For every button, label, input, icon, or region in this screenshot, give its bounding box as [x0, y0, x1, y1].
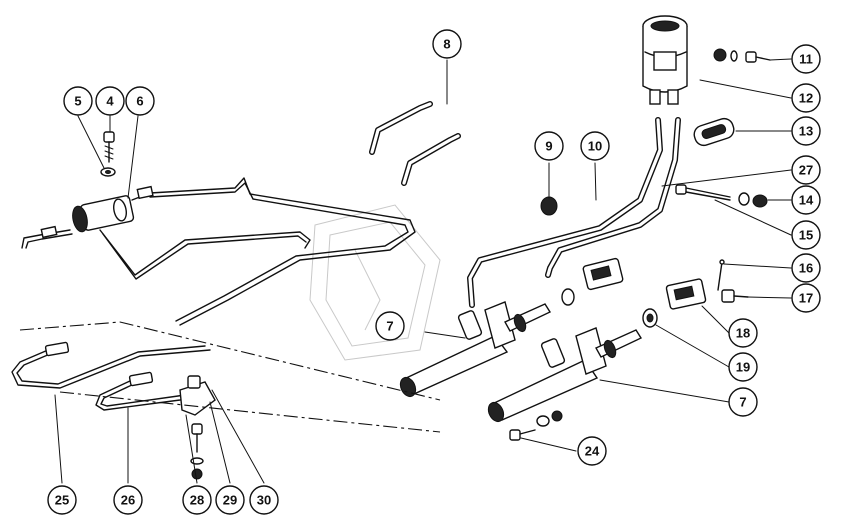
reservoir-hoses [467, 117, 681, 308]
callout-27: 27 [791, 155, 821, 185]
callout-18: 18 [728, 318, 758, 348]
callout-4: 4 [95, 86, 125, 116]
clevis-18 [665, 278, 707, 310]
callout-5: 5 [63, 86, 93, 116]
bolt-24 [509, 410, 563, 441]
callout-14-label: 14 [799, 193, 814, 208]
callout-26: 26 [113, 485, 143, 515]
brake-line-upper [21, 177, 416, 326]
callout-4-label: 4 [106, 94, 114, 109]
callout-26-label: 26 [121, 493, 135, 508]
callout-19-label: 19 [736, 360, 750, 375]
callout-24-label: 24 [585, 444, 600, 459]
callout-25-label: 25 [55, 493, 69, 508]
watermark-emblem [309, 204, 441, 361]
callout-11-label: 11 [799, 52, 813, 67]
callout-17: 17 [791, 283, 821, 313]
fitting-9 [540, 196, 558, 216]
callout-5-label: 5 [74, 94, 81, 109]
clevis-upper [561, 257, 624, 306]
callout-15-label: 15 [799, 228, 813, 243]
callout-12: 12 [791, 83, 821, 113]
callout-28-label: 28 [190, 493, 204, 508]
fitting-26 [128, 371, 154, 387]
callout-10: 10 [580, 131, 610, 161]
callout-6-label: 6 [136, 94, 143, 109]
callout-9-label: 9 [545, 139, 552, 154]
callout-29-label: 29 [223, 493, 237, 508]
bolt-28 [190, 423, 204, 480]
nut-14 [738, 192, 768, 208]
nut-19 [642, 308, 658, 328]
callout-7-upper: 7 [375, 311, 405, 341]
callout-8: 8 [432, 29, 462, 59]
callout-12-label: 12 [799, 91, 813, 106]
callout-29: 29 [215, 485, 245, 515]
callout-9: 9 [534, 131, 564, 161]
bolt-15 [675, 184, 731, 201]
callout-7-lower: 7 [728, 387, 758, 417]
callout-17-label: 17 [799, 291, 813, 306]
grommet-13 [693, 117, 735, 147]
washer-5 [100, 167, 116, 177]
callout-19: 19 [728, 352, 758, 382]
callout-6: 6 [125, 86, 155, 116]
bolt-4 [103, 131, 115, 163]
master-cylinder-7-lower [487, 327, 643, 423]
callout-7-lower-label: 7 [739, 395, 746, 410]
callout-18-label: 18 [736, 326, 750, 341]
leader-lines [54, 58, 792, 484]
screw-11 [713, 48, 771, 63]
callout-24: 24 [577, 436, 607, 466]
callout-30: 30 [249, 485, 279, 515]
callout-27-label: 27 [799, 163, 813, 178]
callout-14: 14 [791, 185, 821, 215]
bracket-30 [179, 375, 216, 416]
bolt-17 [721, 289, 749, 303]
fitting-25 [44, 341, 70, 357]
callout-10-label: 10 [588, 139, 602, 154]
callout-8-label: 8 [443, 37, 450, 52]
brake-line-lower [11, 345, 211, 411]
fluid-reservoir-12 [642, 15, 688, 105]
master-cylinder-7-upper [399, 301, 552, 398]
callout-7-upper-label: 7 [386, 319, 393, 334]
callout-13: 13 [791, 116, 821, 146]
callout-16-label: 16 [799, 261, 813, 276]
wheel-cylinder-6 [40, 185, 154, 239]
callout-11: 11 [791, 44, 821, 74]
callout-15: 15 [791, 220, 821, 250]
callout-16: 16 [791, 253, 821, 283]
hose-8 [369, 101, 461, 186]
pin-16 [717, 259, 725, 291]
callout-30-label: 30 [257, 493, 271, 508]
callout-28: 28 [182, 485, 212, 515]
callout-13-label: 13 [799, 124, 813, 139]
callout-25: 25 [47, 485, 77, 515]
assembly-line [19, 321, 441, 433]
